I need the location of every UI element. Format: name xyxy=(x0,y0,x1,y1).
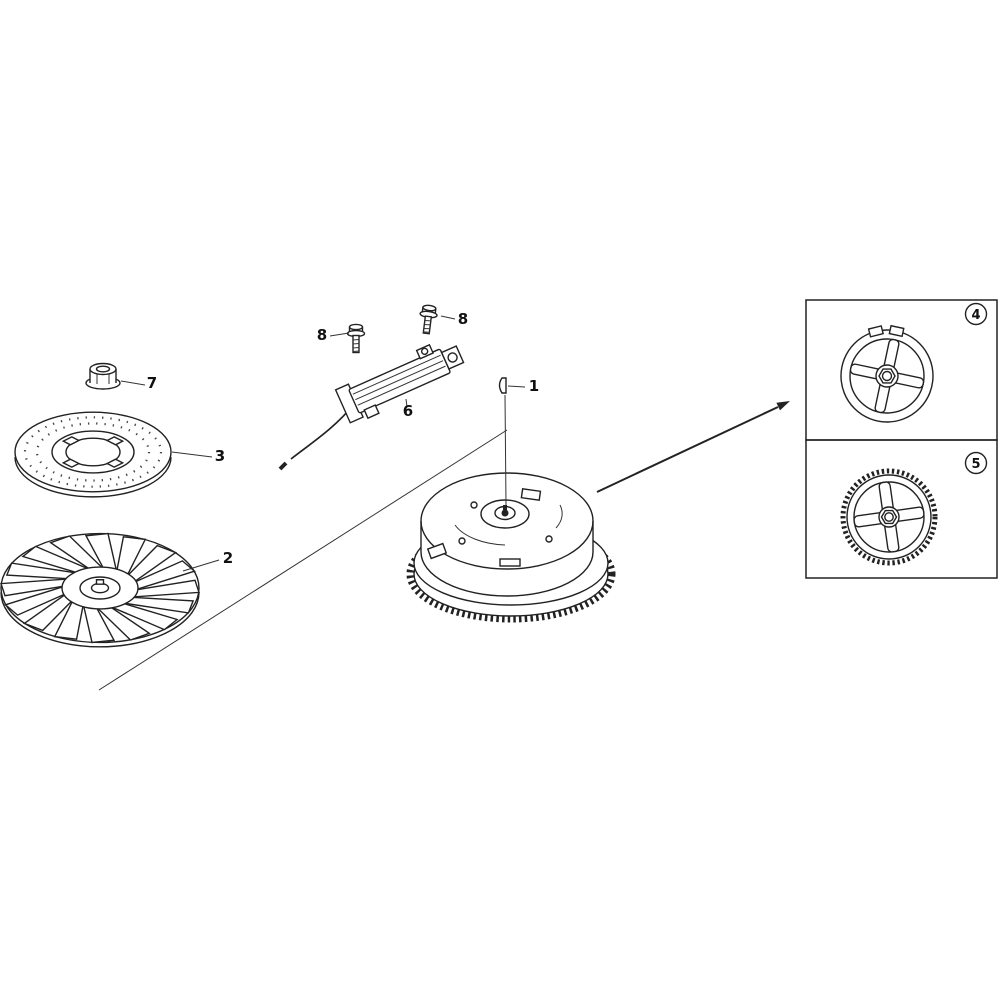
inset-4-number: 4 xyxy=(971,308,980,323)
callout-6-label: 6 xyxy=(403,402,413,420)
flange-bolt-left xyxy=(346,323,366,354)
starter-drive-plate xyxy=(15,412,171,497)
woodruff-key xyxy=(498,377,507,394)
inset-panel-5-frame xyxy=(805,439,998,579)
callout-7-label: 7 xyxy=(147,374,157,392)
leader-8-right xyxy=(440,315,456,320)
callout-8-right-label: 8 xyxy=(458,310,468,328)
coil-lead-wire xyxy=(290,403,355,460)
callout-8-left-label: 8 xyxy=(317,326,327,344)
flywheel-fan xyxy=(1,532,200,647)
callout-3-label: 3 xyxy=(215,447,225,465)
inset-5-badge: 5 xyxy=(964,451,988,475)
assembly-axis-line xyxy=(98,429,508,691)
leader-3 xyxy=(171,451,213,458)
flywheel-ring-gear-assembly xyxy=(406,472,616,623)
leader-8-left xyxy=(329,332,350,337)
leader-1 xyxy=(507,385,526,388)
inset-5-number: 5 xyxy=(971,457,980,472)
inset-4-badge: 4 xyxy=(964,302,988,326)
leader-7 xyxy=(120,380,146,386)
callout-1-label: 1 xyxy=(529,377,539,395)
starter-pulley-variant xyxy=(840,324,934,423)
ring-gear-variant xyxy=(840,468,938,566)
leader-6 xyxy=(405,398,408,408)
key-axis-line xyxy=(504,394,507,506)
flange-bolt-right xyxy=(419,304,438,335)
leader-2 xyxy=(182,559,220,572)
ignition-coil xyxy=(278,343,465,471)
callout-2-label: 2 xyxy=(223,549,233,567)
detail-arrow xyxy=(596,401,790,493)
flange-nut xyxy=(85,362,121,390)
